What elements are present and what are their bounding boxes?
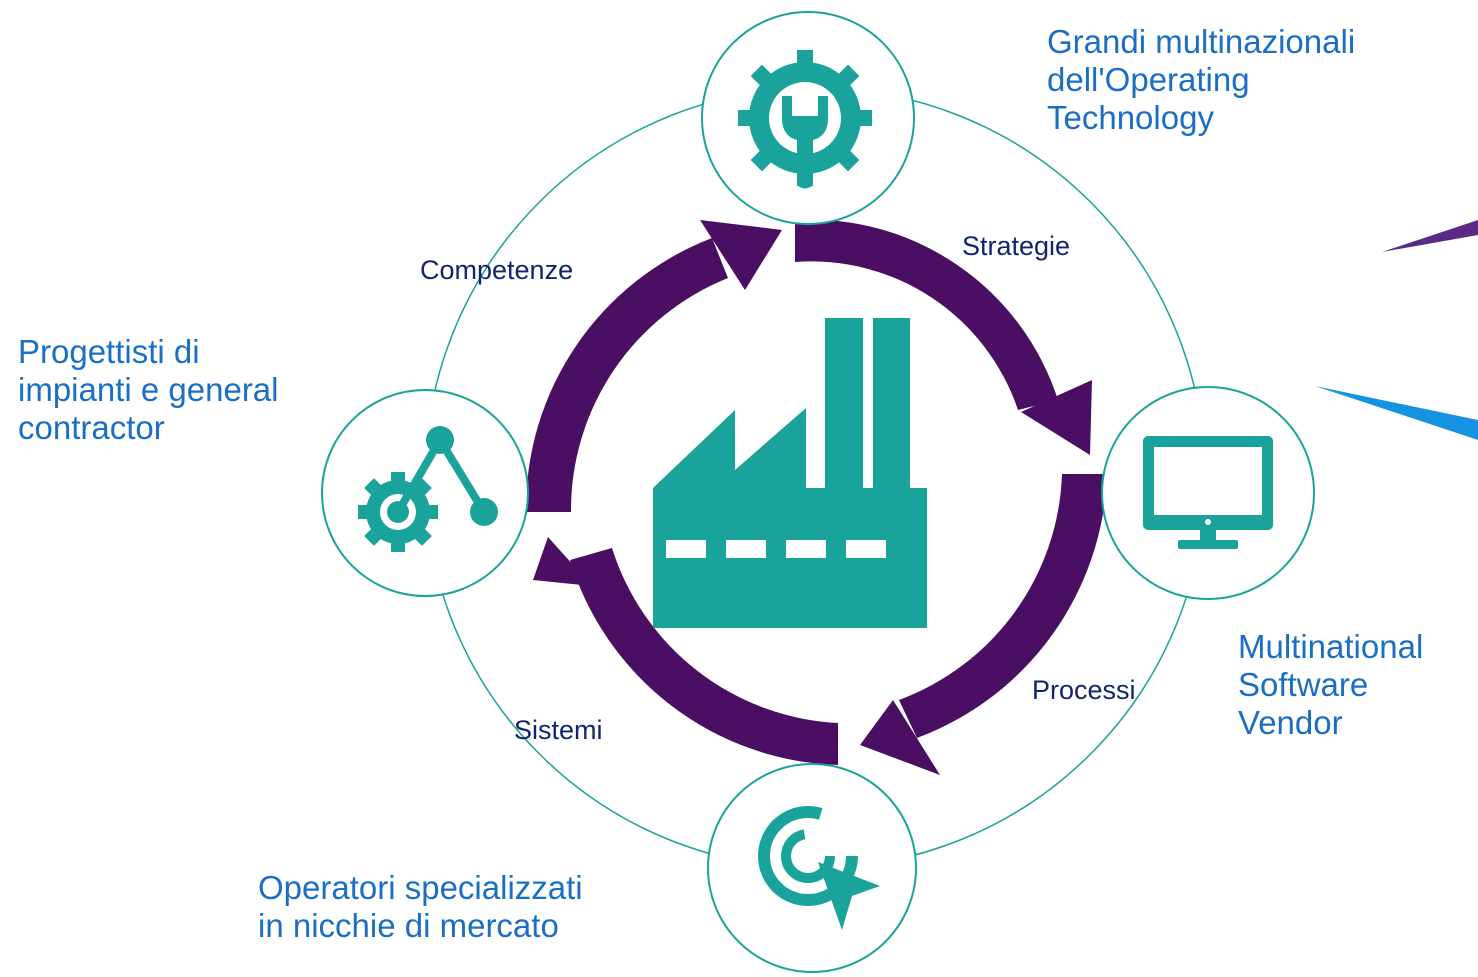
blue-accent (1315, 386, 1478, 440)
node-right (1101, 386, 1315, 600)
target-cursor-icon (758, 806, 880, 930)
node-top (701, 11, 915, 225)
arrow-top-right (795, 219, 1092, 455)
arrow-bottom-left (533, 537, 838, 765)
node-label-top: Grandi multinazionali dell'Operating Tec… (1047, 23, 1356, 136)
gear-wrench-icon (738, 50, 872, 189)
arrow-left-top (525, 220, 782, 512)
edge-label-sistemi: Sistemi (514, 715, 603, 745)
factory-icon (653, 318, 927, 628)
arrow-right-bottom (860, 474, 1107, 775)
node-bottom (707, 763, 917, 973)
monitor-icon (1143, 436, 1273, 549)
gear-network-icon (358, 426, 498, 552)
cycle-arrows (525, 219, 1107, 775)
edge-label-competenze: Competenze (420, 255, 574, 285)
node-label-bottom: Operatori specializzati in nicchie di me… (258, 869, 583, 944)
purple-accent (1382, 220, 1478, 252)
edge-label-processi: Processi (1032, 675, 1136, 705)
node-label-left: Progettisti di impianti e general contra… (18, 333, 279, 446)
edge-label-strategie: Strategie (962, 231, 1071, 261)
node-label-right: Multinational Software Vendor (1238, 628, 1424, 741)
node-left (321, 389, 529, 597)
node-circle-bottom (707, 763, 917, 973)
